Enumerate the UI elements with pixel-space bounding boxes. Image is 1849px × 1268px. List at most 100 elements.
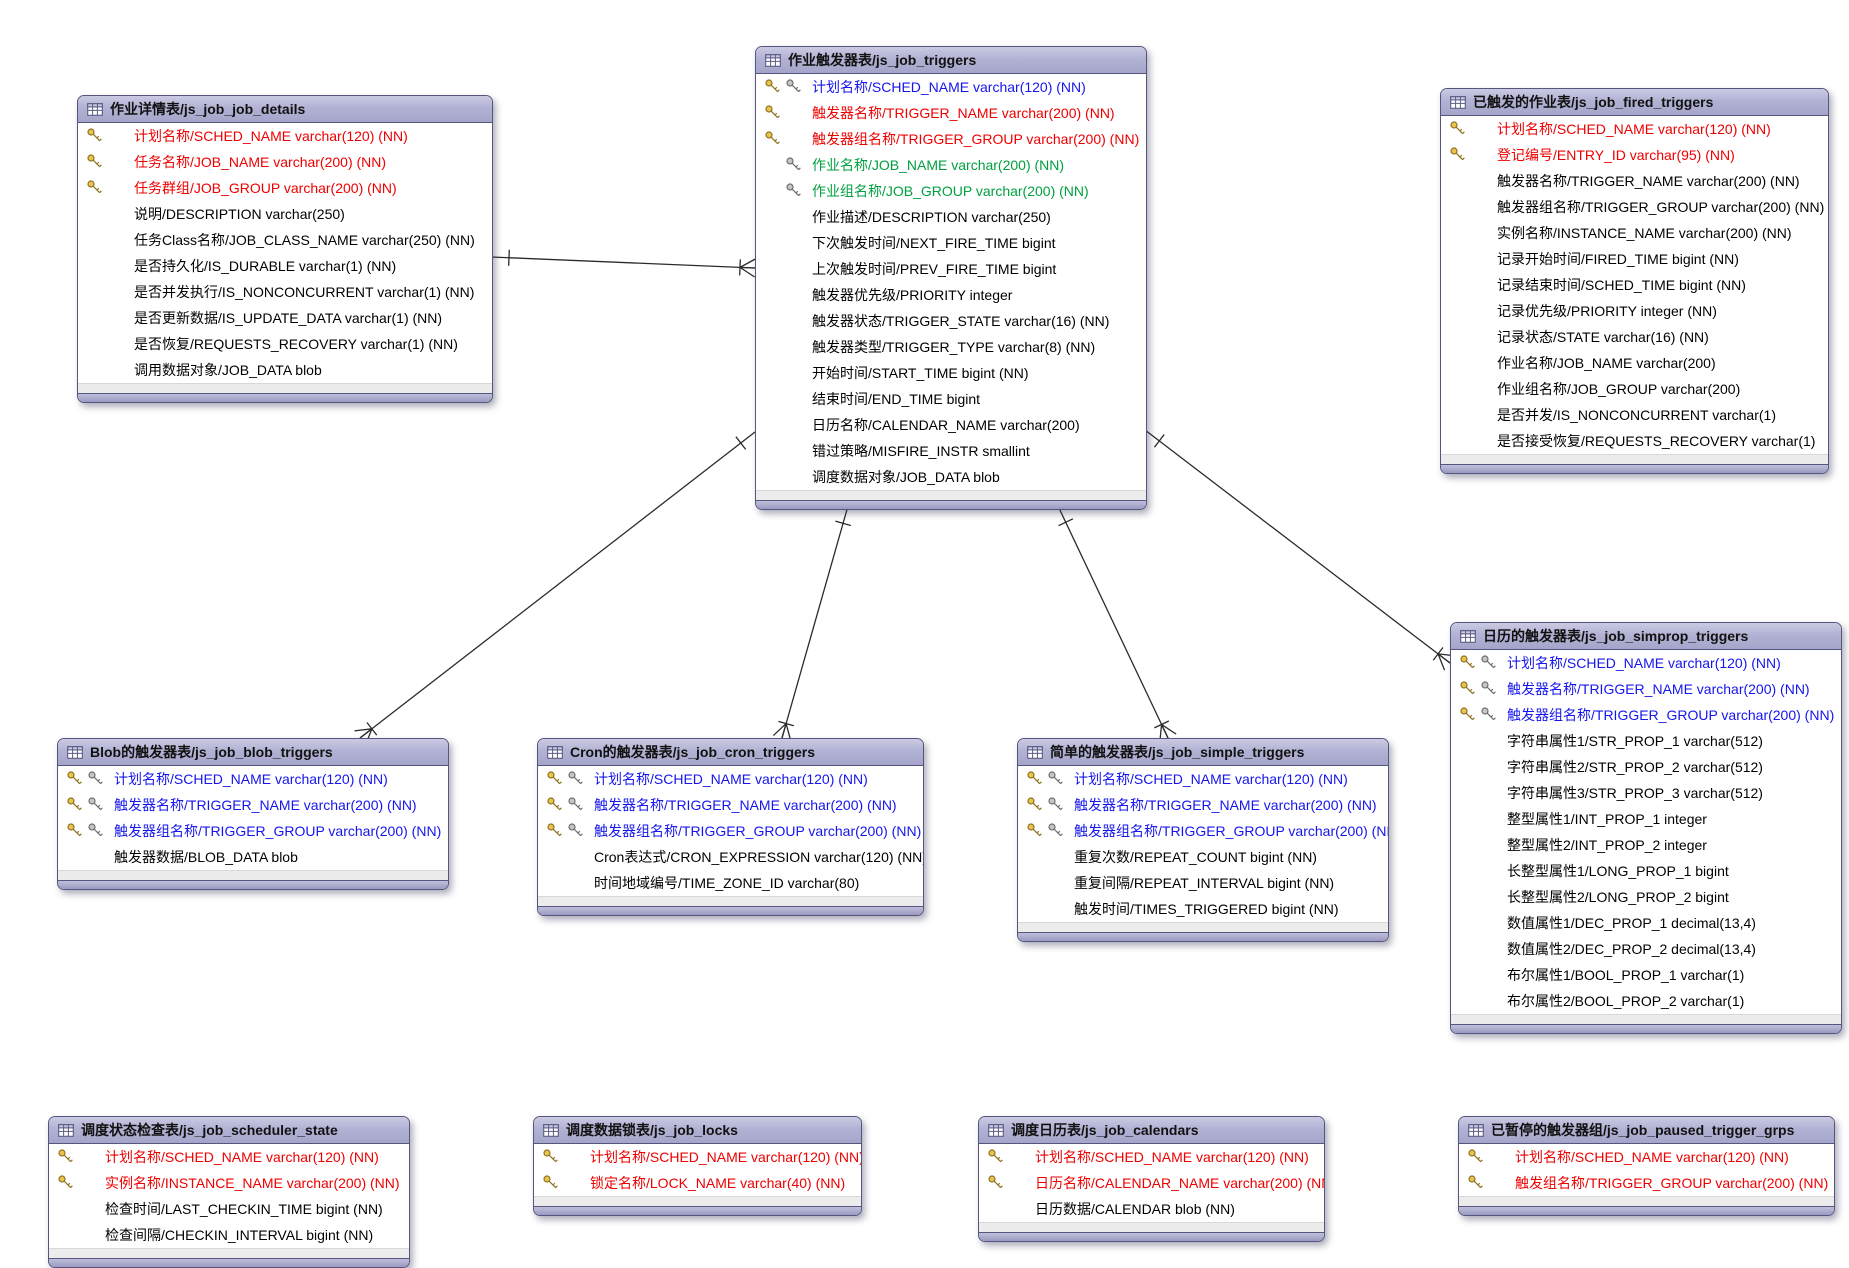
column-row[interactable]: 检查间隔/CHECKIN_INTERVAL bigint (NN) xyxy=(49,1222,409,1248)
relationship-js_job_job_details-js_job_triggers[interactable] xyxy=(490,249,756,278)
column-row[interactable]: 触发器名称/TRIGGER_NAME varchar(200) (NN) xyxy=(58,792,448,818)
column-row[interactable]: 重复次数/REPEAT_COUNT bigint (NN) xyxy=(1018,844,1388,870)
column-row[interactable]: 检查时间/LAST_CHECKIN_TIME bigint (NN) xyxy=(49,1196,409,1222)
column-row[interactable]: 整型属性2/INT_PROP_2 integer xyxy=(1451,832,1841,858)
column-row[interactable]: 触发器名称/TRIGGER_NAME varchar(200) (NN) xyxy=(538,792,923,818)
column-row[interactable]: 计划名称/SCHED_NAME varchar(120) (NN) xyxy=(1441,116,1828,142)
column-row[interactable]: 任务名称/JOB_NAME varchar(200) (NN) xyxy=(78,149,492,175)
column-row[interactable]: 记录优先级/PRIORITY integer (NN) xyxy=(1441,298,1828,324)
column-row[interactable]: 数值属性1/DEC_PROP_1 decimal(13,4) xyxy=(1451,910,1841,936)
column-row[interactable]: 触发器状态/TRIGGER_STATE varchar(16) (NN) xyxy=(756,308,1146,334)
column-row[interactable]: 计划名称/SCHED_NAME varchar(120) (NN) xyxy=(1451,650,1841,676)
column-row[interactable]: 触发器组名称/TRIGGER_GROUP varchar(200) (NN) xyxy=(58,818,448,844)
column-row[interactable]: 作业组名称/JOB_GROUP varchar(200) (NN) xyxy=(756,178,1146,204)
column-row[interactable]: 触发器名称/TRIGGER_NAME varchar(200) (NN) xyxy=(1451,676,1841,702)
column-row[interactable]: 是否恢复/REQUESTS_RECOVERY varchar(1) (NN) xyxy=(78,331,492,357)
column-row[interactable]: 触发器名称/TRIGGER_NAME varchar(200) (NN) xyxy=(1441,168,1828,194)
column-row[interactable]: 长整型属性1/LONG_PROP_1 bigint xyxy=(1451,858,1841,884)
column-row[interactable]: 作业描述/DESCRIPTION varchar(250) xyxy=(756,204,1146,230)
column-row[interactable]: 计划名称/SCHED_NAME varchar(120) (NN) xyxy=(1459,1144,1834,1170)
column-row[interactable]: 计划名称/SCHED_NAME varchar(120) (NN) xyxy=(756,74,1146,100)
table-header[interactable]: Blob的触发器表/js_job_blob_triggers xyxy=(58,739,448,766)
relationship-js_job_triggers-js_job_blob_triggers[interactable] xyxy=(354,431,756,746)
column-row[interactable]: 登记编号/ENTRY_ID varchar(95) (NN) xyxy=(1441,142,1828,168)
column-row[interactable]: 是否并发/IS_NONCONCURRENT varchar(1) xyxy=(1441,402,1828,428)
column-row[interactable]: 计划名称/SCHED_NAME varchar(120) (NN) xyxy=(78,123,492,149)
column-row[interactable]: 记录结束时间/SCHED_TIME bigint (NN) xyxy=(1441,272,1828,298)
relationship-js_job_triggers-js_job_cron_triggers[interactable] xyxy=(772,505,851,741)
column-row[interactable]: 日历名称/CALENDAR_NAME varchar(200) (NN) xyxy=(979,1170,1324,1196)
column-row[interactable]: 开始时间/START_TIME bigint (NN) xyxy=(756,360,1146,386)
column-row[interactable]: 数值属性2/DEC_PROP_2 decimal(13,4) xyxy=(1451,936,1841,962)
column-row[interactable]: 计划名称/SCHED_NAME varchar(120) (NN) xyxy=(538,766,923,792)
table-header[interactable]: 调度日历表/js_job_calendars xyxy=(979,1117,1324,1144)
column-row[interactable]: 是否更新数据/IS_UPDATE_DATA varchar(1) (NN) xyxy=(78,305,492,331)
column-row[interactable]: 计划名称/SCHED_NAME varchar(120) (NN) xyxy=(979,1144,1324,1170)
column-row[interactable]: 触发组名称/TRIGGER_GROUP varchar(200) (NN) xyxy=(1459,1170,1834,1196)
table-header[interactable]: 作业触发器表/js_job_triggers xyxy=(756,47,1146,74)
column-row[interactable]: 任务Class名称/JOB_CLASS_NAME varchar(250) (N… xyxy=(78,227,492,253)
column-row[interactable]: 计划名称/SCHED_NAME varchar(120) (NN) xyxy=(1018,766,1388,792)
column-row[interactable]: 记录状态/STATE varchar(16) (NN) xyxy=(1441,324,1828,350)
column-row[interactable]: 触发器组名称/TRIGGER_GROUP varchar(200) (NN) xyxy=(1451,702,1841,728)
column-row[interactable]: 布尔属性2/BOOL_PROP_2 varchar(1) xyxy=(1451,988,1841,1014)
relationship-js_job_triggers-js_job_simple_triggers[interactable] xyxy=(1057,505,1177,742)
table-header[interactable]: 已触发的作业表/js_job_fired_triggers xyxy=(1441,89,1828,116)
column-row[interactable]: 计划名称/SCHED_NAME varchar(120) (NN) xyxy=(58,766,448,792)
column-row[interactable]: 是否持久化/IS_DURABLE varchar(1) (NN) xyxy=(78,253,492,279)
column-row[interactable]: 调度数据对象/JOB_DATA blob xyxy=(756,464,1146,490)
column-row[interactable]: 字符串属性1/STR_PROP_1 varchar(512) xyxy=(1451,728,1841,754)
table-header[interactable]: 调度状态检查表/js_job_scheduler_state xyxy=(49,1117,409,1144)
column-row[interactable]: Cron表达式/CRON_EXPRESSION varchar(120) (NN… xyxy=(538,844,923,870)
column-row[interactable]: 触发器类型/TRIGGER_TYPE varchar(8) (NN) xyxy=(756,334,1146,360)
column-row[interactable]: 日历名称/CALENDAR_NAME varchar(200) xyxy=(756,412,1146,438)
relationship-js_job_triggers-js_job_simprop_triggers[interactable] xyxy=(1144,429,1456,671)
column-row[interactable]: 触发器组名称/TRIGGER_GROUP varchar(200) (NN) xyxy=(1441,194,1828,220)
column-row[interactable]: 字符串属性3/STR_PROP_3 varchar(512) xyxy=(1451,780,1841,806)
column-row[interactable]: 是否接受恢复/REQUESTS_RECOVERY varchar(1) xyxy=(1441,428,1828,454)
column-row[interactable]: 错过策略/MISFIRE_INSTR smallint xyxy=(756,438,1146,464)
column-row[interactable]: 锁定名称/LOCK_NAME varchar(40) (NN) xyxy=(534,1170,861,1196)
column-row[interactable]: 是否并发执行/IS_NONCONCURRENT varchar(1) (NN) xyxy=(78,279,492,305)
table-header[interactable]: 简单的触发器表/js_job_simple_triggers xyxy=(1018,739,1388,766)
table-header[interactable]: 调度数据锁表/js_job_locks xyxy=(534,1117,861,1144)
column-row[interactable]: 触发器组名称/TRIGGER_GROUP varchar(200) (NN) xyxy=(756,126,1146,152)
column-row[interactable]: 计划名称/SCHED_NAME varchar(120) (NN) xyxy=(49,1144,409,1170)
column-row[interactable]: 触发器名称/TRIGGER_NAME varchar(200) (NN) xyxy=(1018,792,1388,818)
column-row[interactable]: 任务群组/JOB_GROUP varchar(200) (NN) xyxy=(78,175,492,201)
column-row[interactable]: 说明/DESCRIPTION varchar(250) xyxy=(78,201,492,227)
column-row[interactable]: 实例名称/INSTANCE_NAME varchar(200) (NN) xyxy=(49,1170,409,1196)
column-row[interactable]: 触发器组名称/TRIGGER_GROUP varchar(200) (NN) xyxy=(538,818,923,844)
column-row[interactable]: 作业组名称/JOB_GROUP varchar(200) xyxy=(1441,376,1828,402)
table-header[interactable]: 日历的触发器表/js_job_simprop_triggers xyxy=(1451,623,1841,650)
column-row[interactable]: 上次触发时间/PREV_FIRE_TIME bigint xyxy=(756,256,1146,282)
column-row[interactable]: 字符串属性2/STR_PROP_2 varchar(512) xyxy=(1451,754,1841,780)
column-row[interactable]: 下次触发时间/NEXT_FIRE_TIME bigint xyxy=(756,230,1146,256)
column-row[interactable]: 记录开始时间/FIRED_TIME bigint (NN) xyxy=(1441,246,1828,272)
table-header[interactable]: Cron的触发器表/js_job_cron_triggers xyxy=(538,739,923,766)
column-row[interactable]: 结束时间/END_TIME bigint xyxy=(756,386,1146,412)
column-row[interactable]: 触发器名称/TRIGGER_NAME varchar(200) (NN) xyxy=(756,100,1146,126)
column-row[interactable]: 触发器组名称/TRIGGER_GROUP varchar(200) (NN) xyxy=(1018,818,1388,844)
table-header[interactable]: 已暂停的触发器组/js_job_paused_trigger_grps xyxy=(1459,1117,1834,1144)
column-row[interactable]: 长整型属性2/LONG_PROP_2 bigint xyxy=(1451,884,1841,910)
column-row[interactable]: 时间地域编号/TIME_ZONE_ID varchar(80) xyxy=(538,870,923,896)
column-row[interactable]: 触发器优先级/PRIORITY integer xyxy=(756,282,1146,308)
column-row[interactable]: 重复间隔/REPEAT_INTERVAL bigint (NN) xyxy=(1018,870,1388,896)
column-row[interactable]: 整型属性1/INT_PROP_1 integer xyxy=(1451,806,1841,832)
column-row[interactable]: 触发器数据/BLOB_DATA blob xyxy=(58,844,448,870)
column-row[interactable]: 实例名称/INSTANCE_NAME varchar(200) (NN) xyxy=(1441,220,1828,246)
column-row[interactable]: 调用数据对象/JOB_DATA blob xyxy=(78,357,492,383)
column-row[interactable]: 布尔属性1/BOOL_PROP_1 varchar(1) xyxy=(1451,962,1841,988)
